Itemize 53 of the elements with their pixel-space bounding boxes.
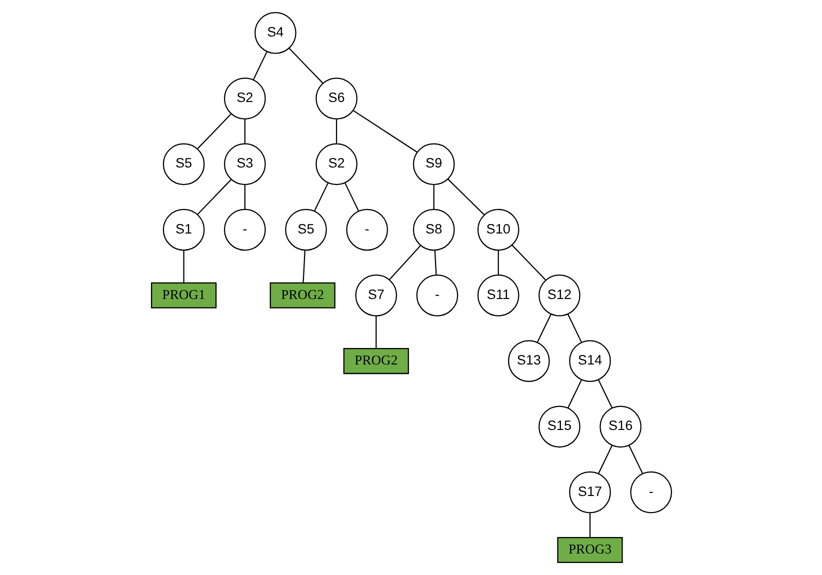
node-circle: - (223, 208, 266, 251)
connector (497, 250, 498, 276)
connector (536, 314, 551, 343)
connector (628, 445, 643, 474)
connector (196, 114, 231, 150)
connector (432, 184, 434, 210)
node-circle: S5 (284, 208, 326, 251)
node-circle: S5 (162, 143, 204, 186)
connector (446, 178, 484, 216)
connector (375, 316, 376, 348)
connector (288, 48, 323, 84)
node-circle: - (416, 274, 458, 316)
node-circle: S12 (538, 274, 580, 316)
connector (588, 512, 590, 538)
connector (388, 245, 420, 280)
connector (252, 51, 267, 80)
connector (196, 179, 231, 215)
node-circle: S13 (507, 340, 550, 382)
node-circle: S4 (254, 12, 296, 54)
connector (352, 110, 417, 153)
connector (313, 182, 328, 212)
node-circle: S7 (354, 274, 397, 316)
node-circle: S6 (315, 78, 357, 120)
connector (182, 250, 184, 283)
node-circle: S14 (568, 340, 610, 382)
connector (598, 380, 612, 408)
connector (302, 250, 305, 283)
node-circle: S1 (162, 208, 204, 251)
node-circle: - (630, 471, 672, 514)
connector (566, 380, 582, 408)
connector (244, 184, 245, 210)
node-circle: S2 (223, 78, 266, 120)
connector (434, 250, 436, 276)
connector (597, 445, 612, 474)
node-box: PROG2 (342, 348, 408, 374)
node-circle: S16 (599, 406, 641, 448)
node-circle: S11 (476, 274, 519, 316)
connector (244, 119, 245, 144)
node-circle: S2 (315, 143, 357, 186)
node-box: PROG2 (269, 282, 335, 308)
node-circle: S3 (223, 143, 266, 186)
node-box: PROG3 (556, 537, 622, 564)
connector (335, 119, 337, 144)
node-circle: - (346, 208, 388, 251)
node-circle: S15 (538, 406, 580, 448)
connector (344, 182, 359, 212)
connector (566, 314, 582, 343)
node-circle: S8 (412, 208, 454, 251)
connector (511, 244, 546, 280)
node-circle: S17 (568, 471, 610, 514)
node-circle: S10 (476, 208, 519, 251)
node-box: PROG1 (150, 282, 216, 308)
node-circle: S9 (412, 143, 454, 186)
